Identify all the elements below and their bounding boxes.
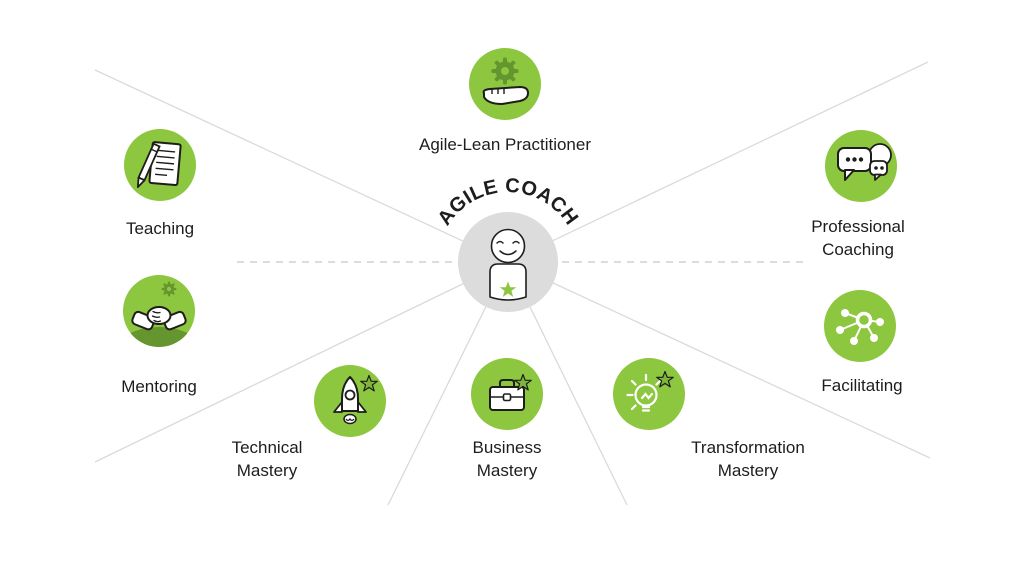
label-professional-coaching: Professional Coaching xyxy=(811,217,905,259)
handshake-icon xyxy=(122,274,196,348)
label-agile-lean-practitioner: Agile-Lean Practitioner xyxy=(419,135,591,154)
network-nodes-icon xyxy=(823,289,897,363)
label-mentoring: Mentoring xyxy=(121,377,197,396)
smiling-person-icon xyxy=(458,212,558,312)
label-facilitating: Facilitating xyxy=(821,376,903,395)
rocket-star-icon xyxy=(313,364,387,438)
label-business-mastery: Business Mastery xyxy=(472,438,542,480)
label-teaching: Teaching xyxy=(125,219,195,238)
label-transformation-mastery: Transformation Mastery xyxy=(691,438,805,480)
briefcase-star-icon xyxy=(470,357,544,431)
label-technical-mastery: Technical Mastery xyxy=(231,438,303,480)
notepad-pencil-icon xyxy=(123,128,197,202)
gear-hand-icon xyxy=(468,47,542,121)
lightbulb-star-icon xyxy=(612,357,686,431)
speech-bubbles-icon xyxy=(824,129,898,203)
